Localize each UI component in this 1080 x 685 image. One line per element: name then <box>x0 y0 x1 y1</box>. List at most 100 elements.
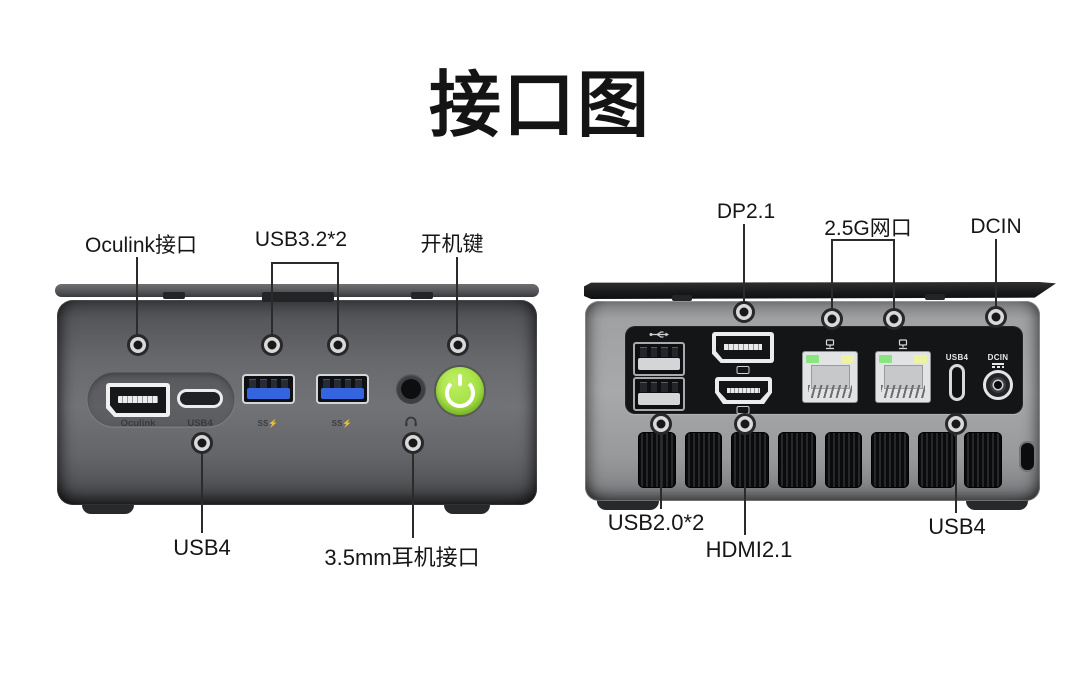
callout-dot-power <box>447 334 469 356</box>
ethernet-led-yellow <box>914 355 927 363</box>
power-button[interactable] <box>436 367 484 415</box>
leader-line-oculink <box>136 257 138 345</box>
power-icon <box>445 377 475 408</box>
usb3-port-2 <box>316 374 369 404</box>
kensington-lock-slot <box>1019 441 1036 472</box>
displayport-port <box>712 332 774 363</box>
usb2-pins <box>640 382 678 392</box>
front-lid-tab <box>163 292 185 299</box>
callout-dot-oculink <box>127 334 149 356</box>
usb4-marking-front: USB4 <box>187 418 213 429</box>
vent-fin <box>777 432 816 488</box>
front-lid-tab <box>262 292 334 302</box>
leader-line-hdmi <box>744 435 746 535</box>
usb4-type-c-port-rear <box>949 364 965 401</box>
leader-bracket-lan <box>831 239 895 241</box>
usb2-port-1 <box>633 342 685 376</box>
dc-in-jack <box>983 370 1013 400</box>
superspeed-icon: SS⚡ <box>331 419 353 428</box>
dp-badge-icon <box>736 366 750 374</box>
usb2-tongue <box>638 393 680 405</box>
callout-dot-dcin <box>985 306 1007 328</box>
displayport-cavity <box>716 336 770 359</box>
usb3-tongue <box>247 388 290 399</box>
label-headphone: 3.5mm耳机接口 <box>324 545 480 570</box>
callout-dot-jack <box>402 432 424 454</box>
ethernet-contacts <box>808 385 852 398</box>
callout-dot-usb4-rear <box>945 413 967 435</box>
label-lan: 2.5G网口 <box>824 217 912 240</box>
vent-fin <box>964 432 1002 488</box>
superspeed-icon: SS⚡ <box>257 419 279 428</box>
vent-fin <box>638 432 676 488</box>
callout-dot-lan1 <box>821 308 843 330</box>
rear-top-lid <box>584 282 1056 299</box>
leader-line-usb4-front <box>201 454 203 533</box>
leader-line-usb2 <box>660 435 662 509</box>
callout-dot-hdmi <box>734 413 756 435</box>
leader-line-power <box>456 257 458 345</box>
usb3-pins <box>249 379 288 388</box>
usb2-tongue <box>638 358 680 370</box>
leader-line-dcin <box>995 239 997 317</box>
leader-line-usb32-b <box>337 262 339 345</box>
leader-line-lan-a <box>831 239 833 319</box>
dcin-marking: DCIN <box>987 353 1009 362</box>
ethernet-port-1 <box>802 351 858 403</box>
callout-dot-usb32-1 <box>261 334 283 356</box>
oculink-marking: Oculink <box>120 418 156 429</box>
leader-bracket-usb32 <box>271 262 339 264</box>
ethernet-port-2 <box>875 351 931 403</box>
hdmi-cavity <box>719 381 768 400</box>
ethernet-contacts <box>881 385 925 398</box>
oculink-pins <box>118 396 158 403</box>
vent-grille <box>638 432 1002 488</box>
headphone-icon <box>405 416 417 427</box>
usb-icon <box>649 331 669 338</box>
vent-fin <box>917 432 956 488</box>
usb4-type-c-port-front <box>177 389 223 408</box>
label-power-key: 开机键 <box>420 233 484 256</box>
leader-line-dp <box>743 224 745 312</box>
headphone-jack-hole <box>401 379 421 399</box>
rear-lid-tab <box>925 294 945 300</box>
usb3-port-1 <box>242 374 295 404</box>
vent-fin <box>684 432 723 488</box>
ethernet-led-green <box>879 355 892 363</box>
usb3-tongue <box>321 388 364 399</box>
usb2-pins <box>640 347 678 357</box>
vent-fin <box>871 432 909 488</box>
callout-dot-usb2 <box>650 413 672 435</box>
callout-dot-usb32-2 <box>327 334 349 356</box>
usb2-port-2 <box>633 377 685 411</box>
leader-line-jack <box>412 454 414 538</box>
oculink-port <box>106 383 170 417</box>
callout-dot-lan2 <box>883 308 905 330</box>
lan-icon <box>825 339 835 350</box>
lan-icon <box>898 339 908 350</box>
front-lid-tab <box>411 292 433 299</box>
callout-dot-dp <box>733 301 755 323</box>
ethernet-led-green <box>806 355 819 363</box>
usb3-pins <box>323 379 362 388</box>
dc-symbol-line <box>992 363 1004 365</box>
label-usb2: USB2.0*2 <box>607 510 705 535</box>
dc-in-pin-hole <box>994 381 1002 389</box>
rear-lid-tab <box>672 295 692 301</box>
ethernet-led-yellow <box>841 355 854 363</box>
label-usb4-rear: USB4 <box>928 514 986 539</box>
power-icon-bar <box>458 374 462 386</box>
hdmi-port <box>715 377 772 404</box>
dc-symbol-dashes <box>992 366 1004 368</box>
leader-line-lan-b <box>893 239 895 319</box>
leader-line-usb32-a <box>271 262 273 345</box>
vent-fin <box>731 432 769 488</box>
page-title: 接口图 <box>428 66 651 146</box>
label-usb4-front: USB4 <box>173 535 231 560</box>
oculink-port-cavity <box>110 387 166 413</box>
usb4-marking-rear: USB4 <box>945 353 969 362</box>
label-dcin: DCIN <box>970 215 1022 238</box>
label-hdmi: HDMI2.1 <box>705 537 793 562</box>
displayport-pins <box>724 344 762 350</box>
